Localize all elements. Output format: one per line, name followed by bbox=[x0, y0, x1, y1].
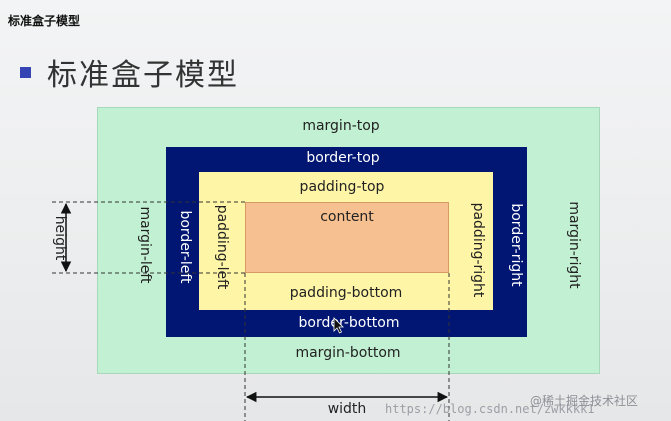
margin-bottom-label: margin-bottom bbox=[295, 345, 401, 361]
watermark-brand: @稀土掘金技术社区 bbox=[530, 394, 639, 408]
height-label: height bbox=[52, 215, 68, 261]
width-label: width bbox=[327, 401, 367, 417]
margin-top-label: margin-top bbox=[302, 118, 380, 134]
content-label: content bbox=[320, 209, 374, 225]
mouse-cursor-icon bbox=[333, 317, 344, 334]
padding-bottom-label: padding-bottom bbox=[289, 285, 403, 301]
padding-top-label: padding-top bbox=[299, 179, 385, 195]
watermark-url: https://blog.csdn.net/zwkkkk1 bbox=[385, 402, 595, 416]
page-heading: 标准盒子模型 bbox=[8, 14, 81, 28]
square-bullet-icon bbox=[20, 66, 31, 78]
content-area bbox=[245, 202, 449, 273]
slide-title-row: 标准盒子模型 bbox=[20, 50, 239, 94]
border-bottom-label: border-bottom bbox=[298, 315, 400, 331]
border-top-label: border-top bbox=[306, 150, 380, 166]
slide-title: 标准盒子模型 bbox=[47, 58, 239, 93]
